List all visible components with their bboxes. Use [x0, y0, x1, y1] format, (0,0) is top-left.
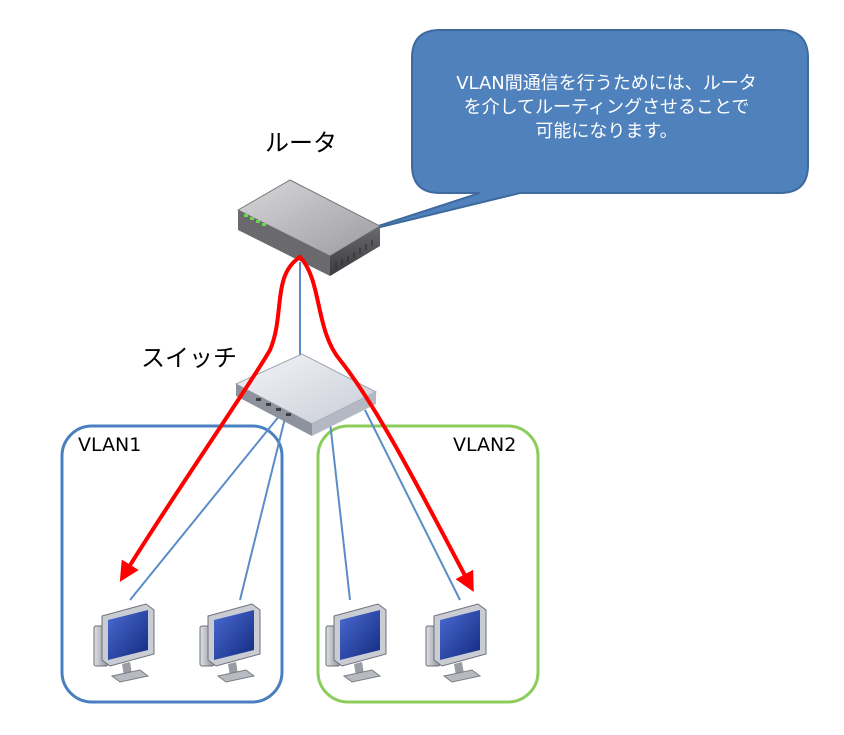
callout-line: を介してルーティングさせることで	[463, 97, 750, 118]
pc-icon	[325, 603, 387, 683]
network-links	[129, 262, 461, 601]
route-path	[119, 255, 474, 593]
callout-line: 可能になります。	[535, 121, 678, 142]
router-icon	[236, 179, 382, 276]
pc-icon	[425, 603, 487, 683]
callout-bubble	[359, 29, 809, 233]
callout-line: VLAN間通信を行うためには、ルータ	[456, 73, 757, 94]
vlan1-box	[60, 424, 284, 704]
switch-label: スイッチ	[141, 344, 237, 372]
vlan2-box	[316, 424, 540, 704]
vlan2-label: VLAN2	[453, 434, 517, 456]
vlan1-label: VLAN1	[78, 434, 142, 456]
switch-icon	[234, 353, 378, 436]
callout-text: VLAN間通信を行うためには、ルータ を介してルーティングさせることで 可能にな…	[414, 72, 799, 144]
router-label: ルータ	[265, 129, 337, 157]
pc-icon	[93, 603, 155, 683]
pc-icon	[199, 603, 261, 683]
